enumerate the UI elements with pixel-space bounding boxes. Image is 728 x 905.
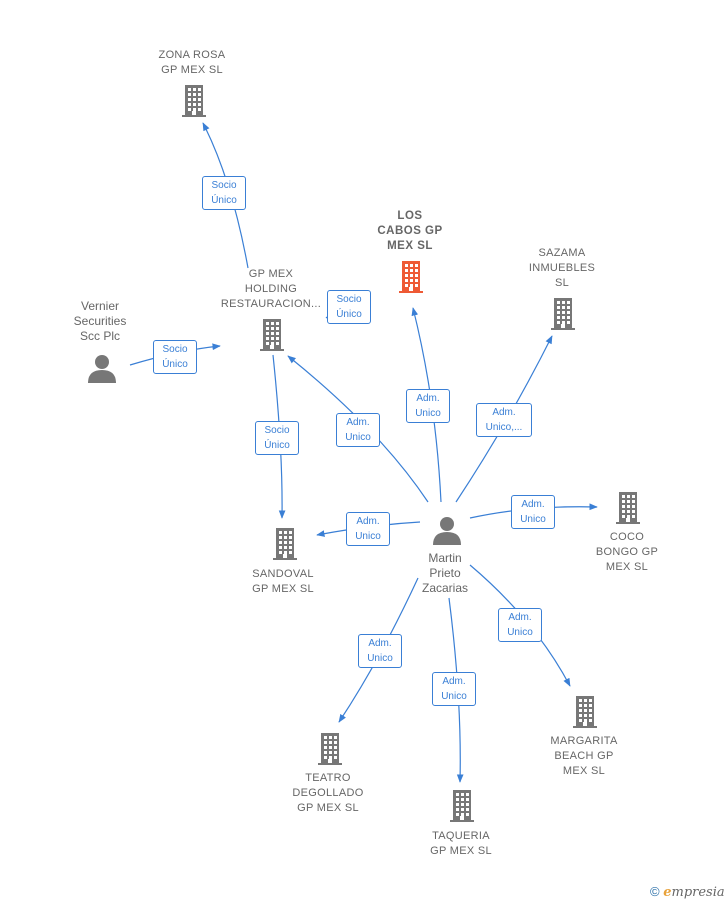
edge-label-holding-los-cabos: Socio Único [327, 290, 371, 324]
node-label-gp-mex-holding[interactable]: GP MEX HOLDING RESTAURACION... [220, 268, 322, 310]
node-label-los-cabos[interactable]: LOS CABOS GP MEX SL [377, 210, 443, 252]
building-icon[interactable] [399, 261, 423, 293]
edge-label-martin-sandoval: Adm. Unico [346, 512, 390, 546]
edge-label-martin-sazama: Adm. Unico,... [476, 403, 532, 437]
building-icon[interactable] [551, 298, 575, 330]
person-icon[interactable] [433, 517, 461, 545]
building-icon[interactable] [260, 319, 284, 351]
edge-label-martin-los-cabos: Adm. Unico [406, 389, 450, 423]
node-label-margarita[interactable]: MARGARITA BEACH GP MEX SL [550, 735, 618, 777]
empresia-logo: empresia [663, 885, 725, 900]
edge-label-martin-holding: Adm. Unico [336, 413, 380, 447]
node-label-sazama[interactable]: SAZAMA INMUEBLES SL [528, 247, 596, 289]
person-icon[interactable] [88, 355, 116, 383]
edge-label-martin-teatro: Adm. Unico [358, 634, 402, 668]
icons-layer [88, 85, 640, 822]
edge-label-martin-taqueria: Adm. Unico [432, 672, 476, 706]
empresia-watermark: © empresia [650, 884, 725, 900]
node-label-vernier[interactable]: Vernier Securities Scc Plc [73, 299, 127, 343]
edge-label-holding-sandoval: Socio Único [255, 421, 299, 455]
building-icon[interactable] [182, 85, 206, 117]
building-icon[interactable] [573, 696, 597, 728]
node-label-taqueria[interactable]: TAQUERIA GP MEX SL [430, 830, 492, 857]
edge-label-martin-margarita: Adm. Unico [498, 608, 542, 642]
copyright-icon: © [650, 884, 660, 899]
building-icon[interactable] [450, 790, 474, 822]
node-label-teatro[interactable]: TEATRO DEGOLLADO GP MEX SL [292, 772, 364, 814]
node-label-martin[interactable]: Martin Prieto Zacarias [421, 551, 468, 595]
node-label-coco-bongo[interactable]: COCO BONGO GP MEX SL [595, 531, 659, 573]
node-label-sandoval[interactable]: SANDOVAL GP MEX SL [252, 568, 314, 595]
node-label-zona-rosa[interactable]: ZONA ROSA GP MEX SL [158, 49, 226, 76]
edge-label-vernier-holding: Socio Único [153, 340, 197, 374]
building-icon[interactable] [273, 528, 297, 560]
edge-label-holding-zona-rosa: Socio Único [202, 176, 246, 210]
building-icon[interactable] [318, 733, 342, 765]
building-icon[interactable] [616, 492, 640, 524]
edge-label-martin-coco-bongo: Adm. Unico [511, 495, 555, 529]
